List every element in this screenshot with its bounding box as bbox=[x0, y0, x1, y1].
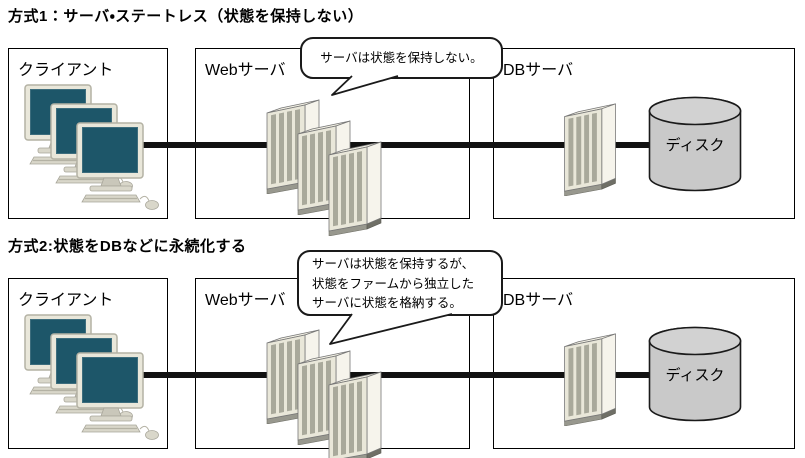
network-line bbox=[141, 142, 652, 148]
method-2-title: 方式2:状態をDBなどに永続化する bbox=[8, 238, 247, 255]
speech-bubble: サーバは状態を保持するが、 状態をファームから独立した サーバに状態を格納する。 bbox=[297, 250, 503, 316]
monitor-icon bbox=[76, 122, 160, 214]
db-server-label: DBサーバ bbox=[503, 292, 574, 309]
server-tower-icon bbox=[328, 368, 384, 458]
db-server-box: DBサーバ bbox=[493, 278, 795, 449]
server-tower-icon bbox=[562, 100, 620, 196]
bubble-text: サーバに状態を格納する。 bbox=[312, 296, 462, 310]
client-label: クライアント bbox=[18, 292, 114, 309]
monitor-icon bbox=[76, 352, 160, 444]
server-tower-icon bbox=[562, 330, 620, 426]
bubble-text: 状態をファームから独立した bbox=[312, 276, 475, 291]
bubble-text: サーバは状態を保持しない。 bbox=[320, 51, 483, 65]
speech-bubble-tail bbox=[329, 313, 453, 345]
web-server-label: Webサーバ bbox=[205, 62, 286, 79]
disk-label: ディスク bbox=[665, 137, 725, 154]
bubble-text: サーバは状態を保持するが、 bbox=[312, 257, 475, 271]
method-1-title: 方式1：サーバ・ステートレス（状態を保持しない） bbox=[8, 8, 364, 25]
disk-label: ディスク bbox=[665, 367, 725, 384]
web-server-label: Webサーバ bbox=[205, 292, 286, 309]
server-tower-icon bbox=[328, 138, 384, 236]
method-1-section: 方式1：サーバ・ステートレス（状態を保持しない） クライアント Webサーバ D… bbox=[8, 8, 795, 229]
db-server-box: DBサーバ bbox=[493, 48, 795, 219]
db-server-label: DBサーバ bbox=[503, 62, 574, 79]
method-2-section: 方式2:状態をDBなどに永続化する クライアント Webサーバ DBサーバ ディ… bbox=[0, 230, 805, 458]
client-label: クライアント bbox=[18, 62, 114, 79]
speech-bubble: サーバは状態を保持しない。 bbox=[300, 37, 503, 79]
network-line bbox=[141, 372, 652, 378]
speech-bubble-tail bbox=[331, 75, 399, 96]
